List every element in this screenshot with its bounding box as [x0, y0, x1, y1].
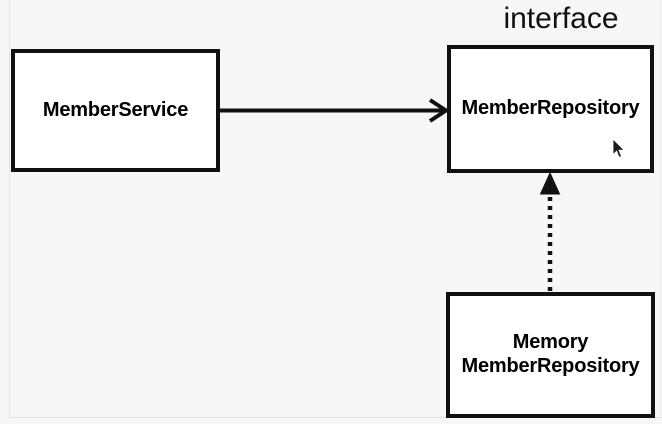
class-box-memory-member-repository-label: Memory MemberRepository: [461, 331, 640, 377]
class-box-member-service[interactable]: MemberService: [11, 49, 220, 172]
class-box-member-repository[interactable]: MemberRepository: [447, 45, 654, 173]
class-box-member-service-label: MemberService: [42, 98, 189, 121]
page-edge-right: [660, 0, 661, 419]
interface-stereotype-label: interface: [503, 2, 619, 35]
edge-member-service-to-member-repository: [220, 98, 450, 123]
class-box-memory-member-repository[interactable]: Memory MemberRepository: [446, 292, 655, 418]
edge-memory-member-repository-to-member-repository: [539, 171, 561, 291]
mouse-pointer-icon: [612, 139, 625, 158]
page-edge-bottom: [9, 417, 662, 418]
class-box-member-repository-label: MemberRepository: [461, 97, 640, 120]
page-edge-left: [9, 0, 10, 419]
